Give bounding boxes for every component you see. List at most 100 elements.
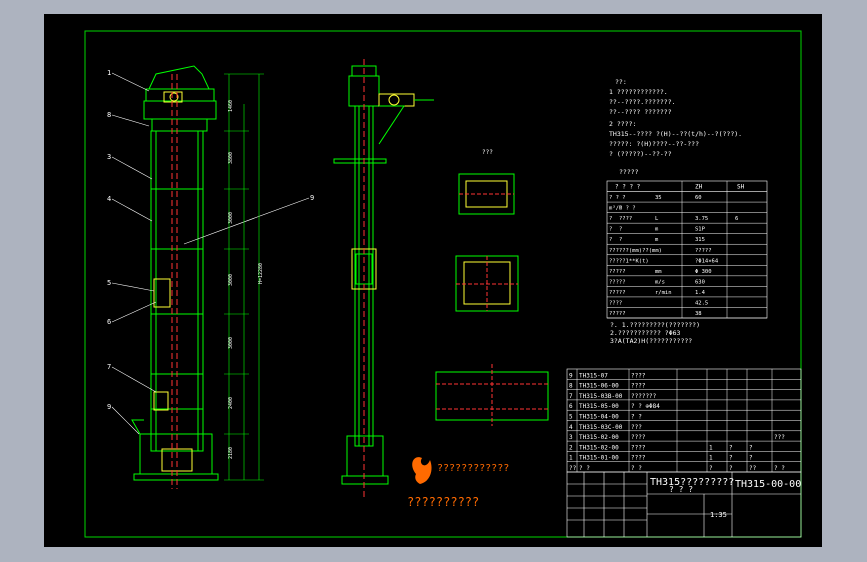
spec-cell: ? — [619, 237, 622, 243]
bom-cell: ? — [729, 455, 733, 462]
spec-cell: ?Φ14×64 — [695, 258, 719, 264]
svg-text:3800: 3800 — [228, 152, 234, 164]
bom-cell: ???? — [631, 444, 646, 451]
bom-cell: TH315-02-00 — [579, 434, 619, 441]
spec-cell: L — [655, 216, 659, 222]
spec-cell: m — [655, 237, 659, 243]
section-middle — [455, 255, 519, 312]
bom-cell: TH315-04-00 — [579, 414, 619, 421]
svg-text:? ? ?: ? ? ? — [669, 485, 693, 494]
svg-text:8: 8 — [107, 111, 111, 119]
notes-heading: ??: — [615, 78, 627, 86]
spec-cell: ???? — [609, 300, 622, 306]
after-notes: ?. 1.?????????(???????) 2.??????????? ?Φ… — [610, 321, 700, 345]
svg-text:3: 3 — [107, 153, 111, 161]
spec-cell: 630 — [695, 279, 705, 285]
drawing-name: TH315????????? — [650, 477, 734, 488]
svg-text:?????: ?(H)????--??-???: ?????: ?(H)????--??-??? — [609, 140, 699, 148]
svg-text:3000: 3000 — [228, 274, 234, 286]
spec-cell: 60 — [695, 195, 702, 201]
spec-cell: ????? — [695, 248, 712, 254]
svg-text:5: 5 — [107, 279, 111, 287]
bom-cell: ??????? — [631, 393, 657, 400]
spec-cell: ? — [609, 227, 612, 233]
spec-cell: 38 — [695, 311, 702, 317]
spec-cell: ????? — [609, 279, 626, 285]
svg-text:9: 9 — [310, 194, 314, 202]
spec-title: ????? — [619, 168, 639, 176]
section-plan — [435, 364, 549, 426]
spec-header-cell: ? ? ? ? — [615, 184, 641, 191]
bom-cell: ?? — [569, 465, 577, 472]
bom-cell: ? — [749, 455, 753, 462]
bom-cell: 4 — [569, 424, 573, 431]
spec-cell: ? — [619, 227, 622, 233]
svg-text:????????????: ???????????? — [437, 463, 509, 474]
bom-cell: 1 — [569, 455, 573, 462]
bom-cell: TH315-06-00 — [579, 383, 619, 390]
svg-text:??--???? ???????: ??--???? ??????? — [609, 108, 672, 116]
spec-cell: m³/h — [609, 205, 622, 212]
bom-cell: ? ? ⊕Φ84 — [631, 403, 660, 410]
spec-cell: S1P — [695, 227, 706, 233]
svg-text:?. 1.?????????(???????): ?. 1.?????????(???????) — [610, 321, 700, 329]
bom-cell: ???? — [631, 455, 646, 462]
bom-cell: TH315-02-00 — [579, 444, 619, 451]
dim-texts: 1460 3800 3000 3000 3000 2400 2180 H=122… — [228, 100, 264, 459]
spec-cell: 35 — [655, 195, 662, 201]
svg-text:1: 1 — [107, 69, 111, 77]
logo: ???????????? ?????????? — [407, 457, 509, 509]
bom-cell: TH315-07 — [579, 372, 608, 379]
flame-logo-icon — [412, 457, 432, 484]
notes-block: ??: 1 ????????????. ??--????.???????. ??… — [609, 78, 742, 176]
drawing-sheet: 1 8 3 4 5 6 7 9 9 1460 3800 3000 3000 30… — [44, 14, 822, 547]
title-block — [566, 471, 802, 538]
svg-text:???: ??? — [482, 149, 493, 156]
spec-cell: ????? — [609, 269, 626, 275]
bom-cell: ???? — [631, 434, 646, 441]
cad-drawing: 1 8 3 4 5 6 7 9 9 1460 3800 3000 3000 30… — [84, 30, 802, 538]
svg-text:3?A(TA2)H(???????????: 3?A(TA2)H(??????????? — [610, 337, 692, 345]
svg-text:??????????: ?????????? — [407, 495, 479, 509]
svg-text:2400: 2400 — [228, 397, 234, 409]
bom-cell: 8 — [569, 383, 573, 390]
front-labels: 1 8 3 4 5 6 7 9 9 — [107, 69, 314, 411]
spec-cell: 315 — [695, 237, 705, 243]
bom-cell: ???? — [631, 372, 646, 379]
bom-cell: ? — [709, 465, 713, 472]
spec-cell: mm — [655, 269, 662, 275]
bom-cell: ?? — [749, 465, 757, 472]
bom-cell: 3 — [569, 434, 573, 441]
spec-cell: ???? — [619, 216, 632, 222]
svg-text:2180: 2180 — [228, 447, 234, 459]
bom-cell: ??? — [631, 424, 642, 431]
bom-cell: TH315-01-00 — [579, 455, 619, 462]
spec-cell: ? — [609, 216, 612, 222]
svg-text:1 ????????????.: 1 ????????????. — [609, 88, 668, 96]
bom-cell: 9 — [569, 372, 573, 379]
front-view — [131, 65, 219, 481]
bom-cell: ? ? — [631, 414, 642, 421]
bom-cell: 6 — [569, 403, 573, 410]
bom-cell: ??? — [774, 434, 785, 441]
svg-text:TH315--???? ?(H)--??(t/h)--?(: TH315--???? ?(H)--??(t/h)--?(???). — [609, 130, 742, 138]
bom-cell: ? — [729, 444, 733, 451]
title-texts: TH315????????? ? ? ? TH315-00-00 1:35 — [650, 477, 801, 519]
spec-cell: m — [655, 227, 659, 233]
spec-cell: 1.4 — [695, 290, 706, 296]
svg-text:3000: 3000 — [228, 212, 234, 224]
svg-text:??--????.???????.: ??--????.???????. — [609, 98, 676, 106]
bom-cell: 5 — [569, 414, 573, 421]
front-leaders — [111, 72, 310, 435]
spec-header-cell: ZH — [695, 184, 703, 191]
svg-text:? (?????)--??-??: ? (?????)--??-?? — [609, 150, 672, 158]
bom-cell: 2 — [569, 444, 573, 451]
bom-cell: TH315-03B-00 — [579, 393, 623, 400]
bom-cell: ? — [729, 465, 733, 472]
spec-cell: ?????1**K(t) — [609, 258, 649, 264]
bom-cell: TH315-03C-00 — [579, 424, 623, 431]
bom-cell: 1 — [709, 444, 713, 451]
svg-text:6: 6 — [107, 318, 111, 326]
